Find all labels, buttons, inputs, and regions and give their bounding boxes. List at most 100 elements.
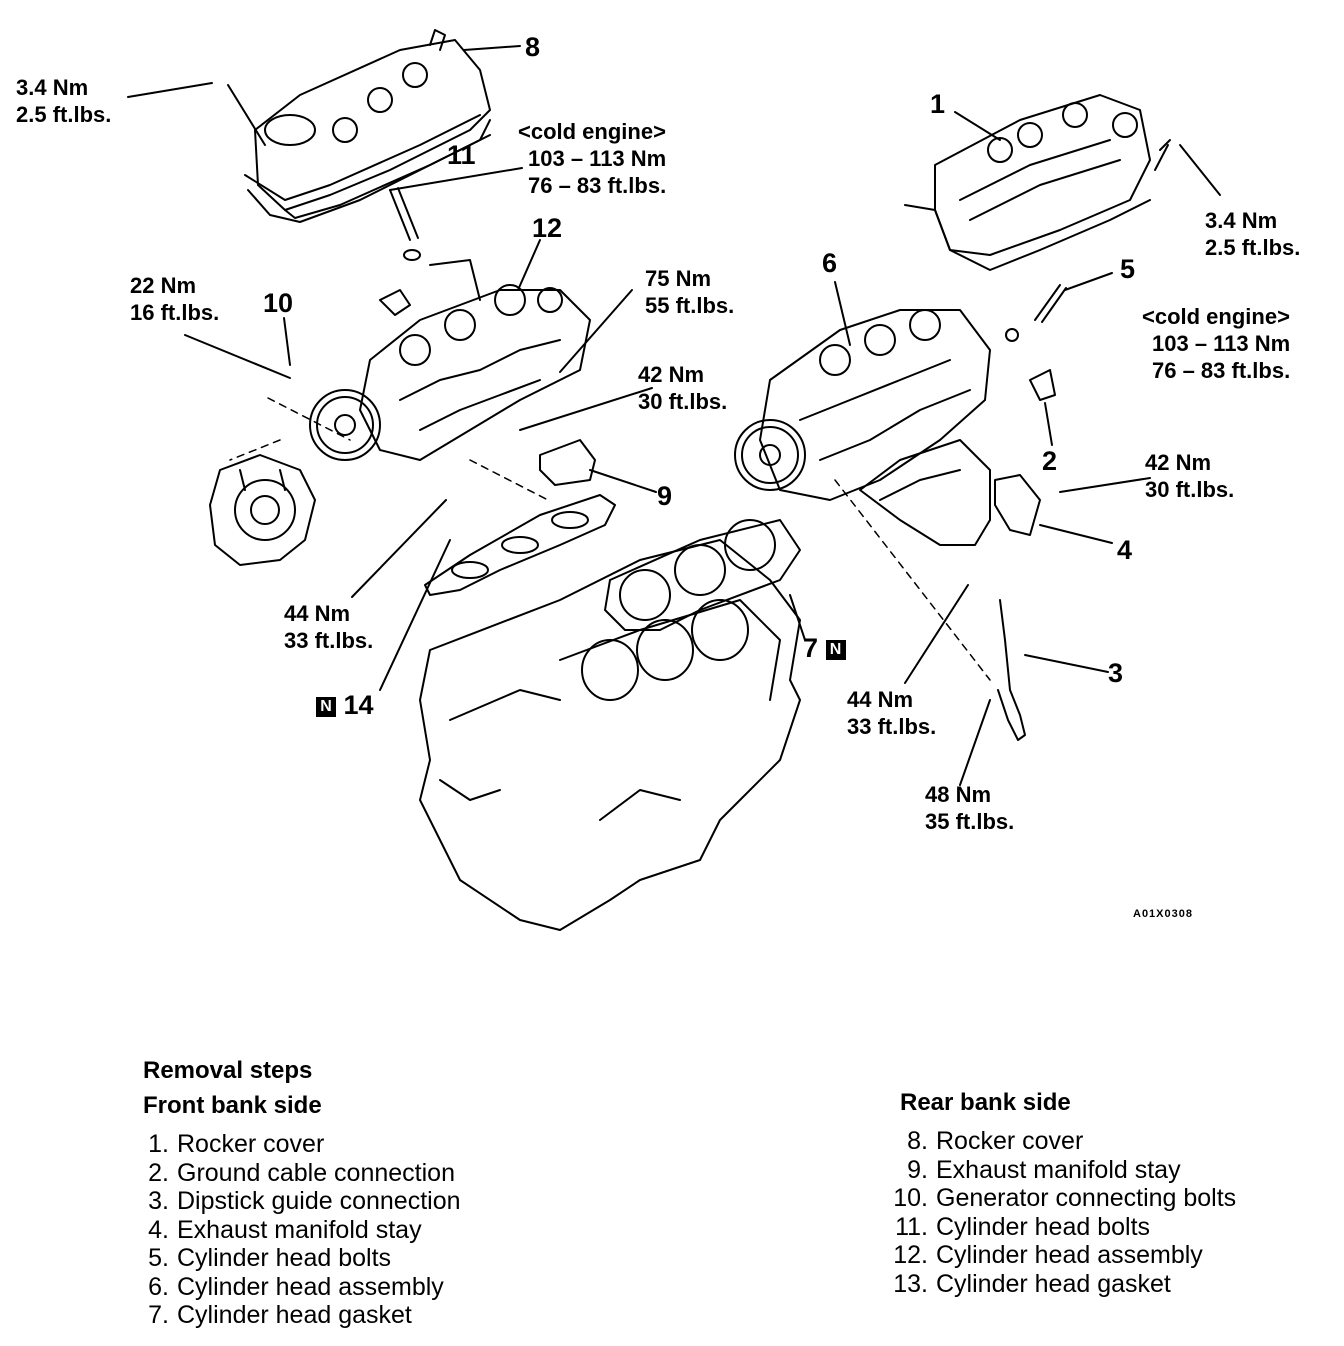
callout-7-number: 7 [803,633,819,663]
engine-exploded-diagram: 8 11 12 10 9 1 6 5 2 4 3 7 N N 14 3.4 Nm… [16,29,1300,931]
rear-rocker-cover [244,29,491,219]
leader-lines [127,45,1221,786]
step-text: Exhaust manifold stay [936,1155,1181,1184]
front-head-bolt [1005,284,1067,342]
torque-sprocket-bolt: 75 Nm 55 ft.lbs. [645,265,734,319]
step-text: Cylinder head gasket [177,1301,412,1329]
step-text: Ground cable connection [177,1158,455,1187]
step-number: 7. [148,1301,169,1329]
legend-step: 13. Cylinder head gasket [884,1270,1236,1299]
rear-manifold-gasket [424,494,616,596]
legend-step: 5. Cylinder head bolts [143,1244,461,1273]
step-text: Cylinder head bolts [177,1244,392,1272]
torque-nm: 3.4 Nm [1205,208,1278,233]
step-number: 9. [907,1155,928,1184]
new-part-badge: N [316,696,336,717]
step-number: 13. [893,1269,928,1298]
torque-nm: 48 Nm [925,782,992,807]
torque-ftlbs: 35 ft.lbs. [925,809,1015,834]
front-rocker-cover [904,94,1151,271]
callout-1: 1 [930,89,946,119]
torque-ftlbs: 33 ft.lbs. [847,714,937,739]
dipstick-guide [997,599,1026,741]
callout-4: 4 [1117,535,1133,565]
legend-step: 10.Generator connecting bolts [884,1184,1236,1213]
front-manifold-stay [994,474,1041,536]
torque-ftlbs: 55 ft.lbs. [645,293,735,318]
step-text: Cylinder head assembly [177,1272,444,1301]
front-cam-sprocket [734,419,806,491]
torque-ftlbs: 16 ft.lbs. [130,300,220,325]
callout-7: 7 N [803,633,846,663]
generator [209,454,316,566]
rear-cover-gasket [247,119,491,223]
torque-rocker-cover-rear: 3.4 Nm 2.5 ft.lbs. [16,74,111,128]
legend-step: 12.Cylinder head assembly [884,1241,1236,1270]
rear-cam-sprocket [309,389,381,461]
rear-head-bolt [389,187,421,261]
step-number: 4. [148,1215,169,1244]
callout-12: 12 [532,213,563,243]
legend-step: 6. Cylinder head assembly [143,1273,461,1302]
torque-stay-rear: 42 Nm 30 ft.lbs. [638,361,727,415]
torque-dipstick: 48 Nm 35 ft.lbs. [925,781,1014,835]
front-exhaust-manifold [859,439,991,546]
torque-rocker-cover-front: 3.4 Nm 2.5 ft.lbs. [1205,207,1300,261]
step-text: Exhaust manifold stay [177,1215,422,1244]
engine-line-drawing [127,29,1221,931]
torque-condition: <cold engine> [518,119,666,144]
front-cover-bolt [1154,139,1171,171]
callout-11: 11 [447,140,476,170]
step-text: Rocker cover [177,1130,325,1158]
rear-manifold-stay [539,439,596,486]
callout-2: 2 [1042,446,1058,476]
front-bank-heading: Front bank side [143,1092,322,1119]
torque-nm: 103 – 113 Nm [1152,331,1291,356]
legend-step: 9. Exhaust manifold stay [884,1156,1236,1185]
figure-code: A01X0308 [1133,908,1193,920]
torque-nm: 22 Nm [130,273,197,298]
alignment-lines [229,397,991,681]
torque-ftlbs: 76 – 83 ft.lbs. [1152,358,1291,383]
cylinder-head-gasket [604,519,801,631]
step-number: 5. [148,1244,169,1272]
callout-10: 10 [263,288,294,318]
torque-nm: 42 Nm [638,362,705,387]
legend-step: 7. Cylinder head gasket [143,1301,461,1330]
engine-block [419,539,801,931]
torque-ftlbs: 2.5 ft.lbs. [1205,235,1301,260]
torque-ftlbs: 76 – 83 ft.lbs. [528,173,667,198]
rear-bank-heading: Rear bank side [900,1089,1071,1116]
step-number: 12. [893,1241,928,1269]
step-text: Cylinder head gasket [936,1269,1171,1298]
legend-step: 1. Rocker cover [143,1130,461,1159]
torque-generator-bolts: 22 Nm 16 ft.lbs. [130,272,219,326]
torque-head-bolts-front: <cold engine> 103 – 113 Nm 76 – 83 ft.lb… [1142,303,1290,384]
torque-ftlbs: 30 ft.lbs. [1145,477,1235,502]
step-number: 11. [895,1212,928,1241]
torque-nm: 42 Nm [1145,450,1212,475]
callout-6: 6 [822,248,838,278]
torque-ftlbs: 2.5 ft.lbs. [16,102,112,127]
new-part-badge: N [825,639,846,660]
torque-ftlbs: 30 ft.lbs. [638,389,728,414]
callout-3: 3 [1108,658,1124,688]
step-number: 1. [148,1130,169,1158]
legend-step: 11.Cylinder head bolts [884,1213,1236,1242]
step-number: 3. [148,1187,169,1215]
torque-manifold-rear: 44 Nm 33 ft.lbs. [284,600,373,654]
step-number: 6. [148,1272,169,1301]
step-number: 8. [907,1127,928,1155]
torque-stay-front: 42 Nm 30 ft.lbs. [1145,449,1234,503]
torque-nm: 75 Nm [645,266,712,291]
callout-5: 5 [1120,254,1136,284]
torque-nm: 44 Nm [284,601,351,626]
torque-nm: 103 – 113 Nm [528,146,667,171]
step-text: Dipstick guide connection [177,1187,461,1215]
torque-nm: 3.4 Nm [16,75,89,100]
legend-step: 4. Exhaust manifold stay [143,1216,461,1245]
legend-title: Removal steps [143,1057,313,1084]
torque-head-bolts-rear: <cold engine> 103 – 113 Nm 76 – 83 ft.lb… [518,118,666,199]
